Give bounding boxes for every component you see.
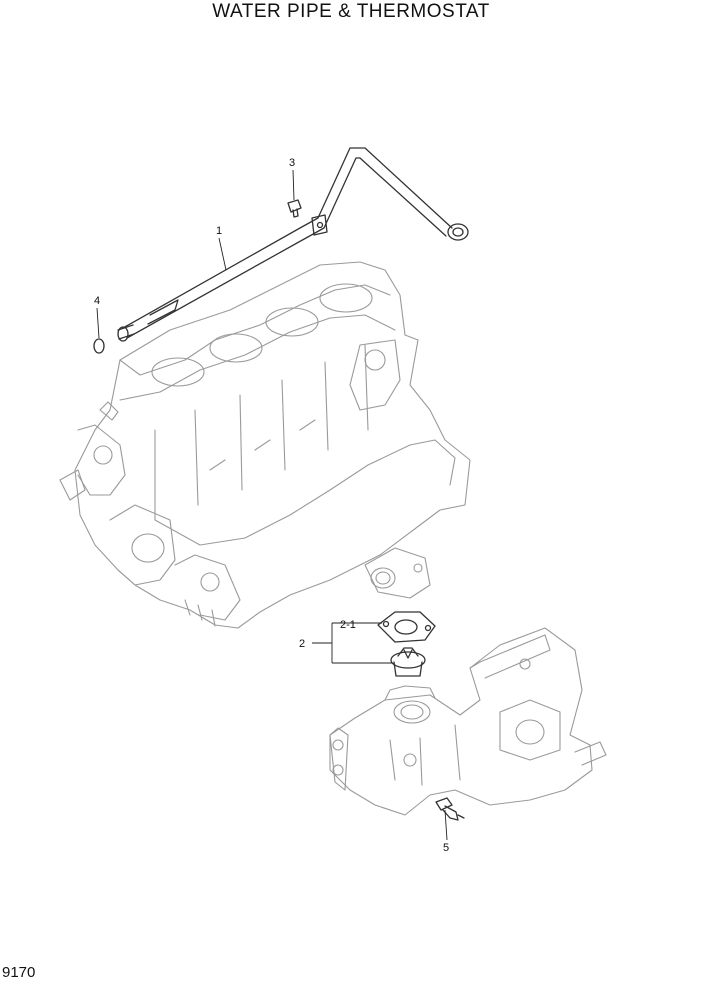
- water-pipe: [117, 147, 469, 342]
- bolt: [287, 199, 302, 218]
- leader-1: [218, 237, 227, 271]
- callout-1: 1: [216, 225, 222, 237]
- callout-2-1: 2-1: [340, 619, 356, 631]
- thermostat-cover: [364, 547, 431, 599]
- thermostat: [390, 647, 426, 677]
- callout-4: 4: [94, 295, 100, 307]
- diagram-title: WATER PIPE & THERMOSTAT: [212, 1, 490, 22]
- callout-3: 3: [289, 157, 295, 169]
- intake-manifold: [329, 627, 607, 816]
- gasket: [377, 611, 436, 643]
- engine-block: [59, 261, 471, 629]
- page-number: 9170: [2, 964, 36, 981]
- callout-5: 5: [443, 842, 449, 854]
- leader-3: [292, 169, 295, 201]
- temperature-sensor: [435, 797, 465, 821]
- bracket-2: [312, 622, 392, 664]
- leader-4: [96, 307, 100, 339]
- leader-5: [444, 809, 448, 841]
- callout-2: 2: [299, 638, 305, 650]
- o-ring: [93, 338, 105, 354]
